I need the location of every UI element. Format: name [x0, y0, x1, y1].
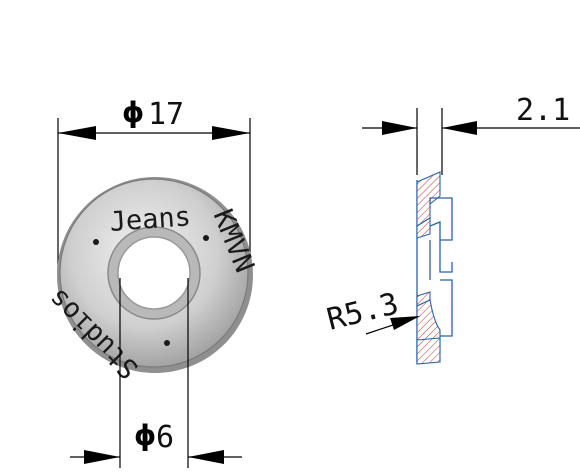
thickness-dimension: 2.1 — [362, 93, 580, 175]
inner-diameter-value: 6 — [156, 420, 174, 455]
outer-diameter-symbol: ϕ — [122, 96, 144, 129]
rivet-front-view: Jeans KMVN Studios — [42, 177, 260, 385]
outer-diameter-dimension: ϕ 17 — [57, 96, 251, 276]
bullet-dot — [164, 340, 170, 346]
outer-diameter-value: 17 — [148, 97, 184, 132]
inner-diameter-dimension: ϕ 6 — [70, 278, 242, 468]
bullet-dot — [93, 239, 99, 245]
thickness-value: 2.1 — [516, 93, 570, 128]
radius-value: R5.3 — [323, 286, 402, 337]
inner-diameter-symbol: ϕ — [134, 419, 156, 452]
engraving-jeans: Jeans — [109, 201, 192, 238]
bullet-dot — [203, 235, 209, 241]
center-hole — [117, 236, 191, 310]
radius-callout: R5.3 — [323, 286, 420, 338]
rivet-side-section — [416, 171, 453, 365]
